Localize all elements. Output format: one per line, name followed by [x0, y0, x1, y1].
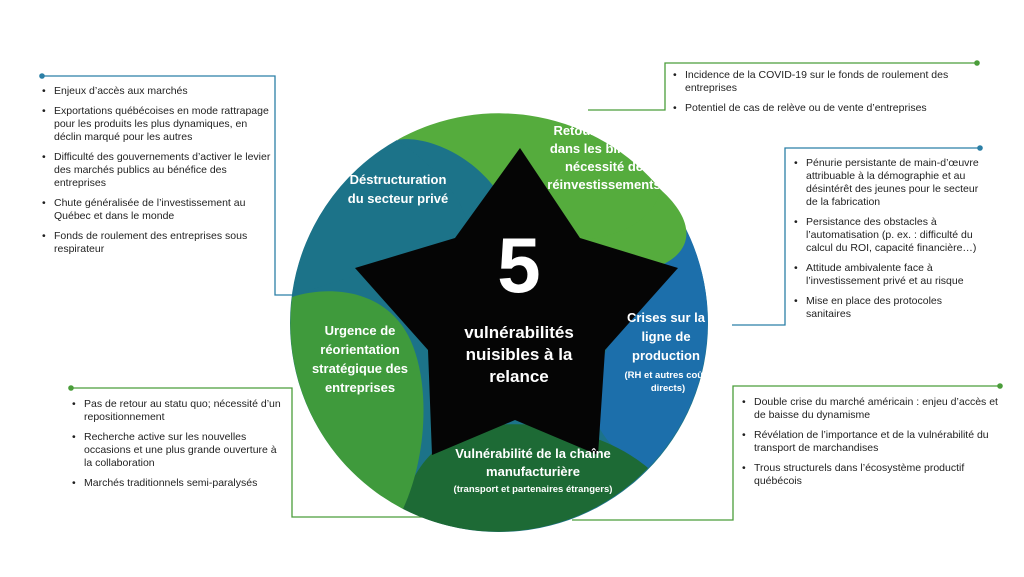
connector-dot-top-right: [974, 60, 980, 66]
connector-dot-right: [977, 145, 983, 151]
note-bottom-right: Double crise du marché américain : enjeu…: [740, 396, 1012, 495]
retour-line-1: Retour du rouge: [553, 123, 654, 138]
center-star: [355, 148, 678, 455]
note-bottom-left: Pas de retour au statu quo; nécessité d’…: [70, 398, 285, 497]
note-top-right-item: Incidence de la COVID-19 sur le fonds de…: [671, 69, 979, 95]
note-bottom-right-item: Trous structurels dans l’écosystème prod…: [740, 462, 1012, 488]
segment-destructuration-shape: [292, 140, 470, 297]
retour-line-4: réinvestissements: [547, 177, 660, 192]
connector-dot-bottom-left: [68, 385, 74, 391]
chaine-line-1: Vulnérabilité de la chaîne: [455, 446, 611, 461]
center-line-1: vulnérabilités: [464, 323, 574, 342]
segment-crises-label: Crises sur la ligne de production (RH et…: [624, 310, 711, 394]
urgence-line-4: entreprises: [325, 380, 395, 395]
note-right-list: Pénurie persistante de main-d’œuvre attr…: [792, 157, 982, 321]
crises-line-2: ligne de: [641, 329, 690, 344]
note-top-left-list: Enjeux d’accès aux marchés Exportations …: [40, 85, 272, 256]
note-right-item: Attitude ambivalente face à l’investisse…: [792, 262, 982, 288]
crises-line-1: Crises sur la: [627, 310, 706, 325]
center-line-3: relance: [489, 367, 549, 386]
segment-retour-label: Retour du rouge dans les bilans et néces…: [547, 123, 660, 192]
note-bottom-right-item: Double crise du marché américain : enjeu…: [740, 396, 1012, 422]
note-top-left-item: Fonds de roulement des entreprises sous …: [40, 230, 272, 256]
center-line-2: nuisibles à la: [466, 345, 573, 364]
center-number: 5: [497, 221, 540, 309]
note-top-left-item: Chute généralisée de l’investissement au…: [40, 197, 272, 223]
note-top-left-item: Exportations québécoises en mode rattrap…: [40, 105, 272, 144]
note-bottom-left-item: Pas de retour au statu quo; nécessité d’…: [70, 398, 285, 424]
urgence-line-2: réorientation: [320, 342, 400, 357]
note-top-left: Enjeux d’accès aux marchés Exportations …: [40, 85, 272, 263]
segment-urgence-label: Urgence de réorientation stratégique des…: [312, 323, 408, 395]
crises-sub-2: directs): [651, 383, 685, 394]
chaine-sub-1: (transport et partenaires étrangers): [454, 484, 613, 495]
note-bottom-right-item: Révélation de l’importance et de la vuln…: [740, 429, 1012, 455]
note-bottom-right-list: Double crise du marché américain : enjeu…: [740, 396, 1012, 488]
note-right-item: Pénurie persistante de main-d’œuvre attr…: [792, 157, 982, 209]
note-bottom-left-item: Marchés traditionnels semi-paralysés: [70, 477, 285, 490]
segment-urgence-shape: [290, 291, 424, 509]
center-caption: vulnérabilités nuisibles à la relance: [464, 323, 574, 386]
connector-top-right: [588, 62, 977, 111]
connector-bottom-right: [572, 385, 1000, 521]
note-top-right: Incidence de la COVID-19 sur le fonds de…: [671, 69, 979, 122]
connector-dot-top-left: [39, 73, 45, 79]
segment-destructuration-label: Déstructuration du secteur privé: [348, 172, 448, 206]
note-right-item: Persistance des obstacles à l’automatisa…: [792, 216, 982, 255]
retour-line-3: nécessité de: [565, 159, 643, 174]
segment-crises-shape: [590, 190, 708, 468]
connector-right: [732, 147, 980, 326]
connector-dot-bottom-right: [997, 383, 1003, 389]
note-right-item: Mise en place des protocoles sanitaires: [792, 295, 982, 321]
urgence-line-1: Urgence de: [325, 323, 396, 338]
note-right: Pénurie persistante de main-d’œuvre attr…: [792, 157, 982, 328]
note-top-left-item: Difficulté des gouvernements d’activer l…: [40, 151, 272, 190]
segment-chaine-label: Vulnérabilité de la chaîne manufacturièr…: [454, 446, 613, 495]
chaine-line-2: manufacturière: [486, 464, 580, 479]
destructuration-line-2: du secteur privé: [348, 191, 448, 206]
note-bottom-left-item: Recherche active sur les nouvelles occas…: [70, 431, 285, 470]
segment-chaine-shape: [403, 424, 648, 532]
note-bottom-left-list: Pas de retour au statu quo; nécessité d’…: [70, 398, 285, 490]
urgence-line-3: stratégique des: [312, 361, 408, 376]
crises-line-3: production: [632, 348, 700, 363]
connector-bottom-left: [71, 387, 452, 518]
retour-line-2: dans les bilans et: [550, 141, 659, 156]
note-top-right-list: Incidence de la COVID-19 sur le fonds de…: [671, 69, 979, 115]
crises-sub-1: (RH et autres coûts: [624, 370, 711, 381]
note-top-left-item: Enjeux d’accès aux marchés: [40, 85, 272, 98]
note-top-right-item: Potentiel de cas de relève ou de vente d…: [671, 102, 979, 115]
destructuration-line-1: Déstructuration: [350, 172, 447, 187]
